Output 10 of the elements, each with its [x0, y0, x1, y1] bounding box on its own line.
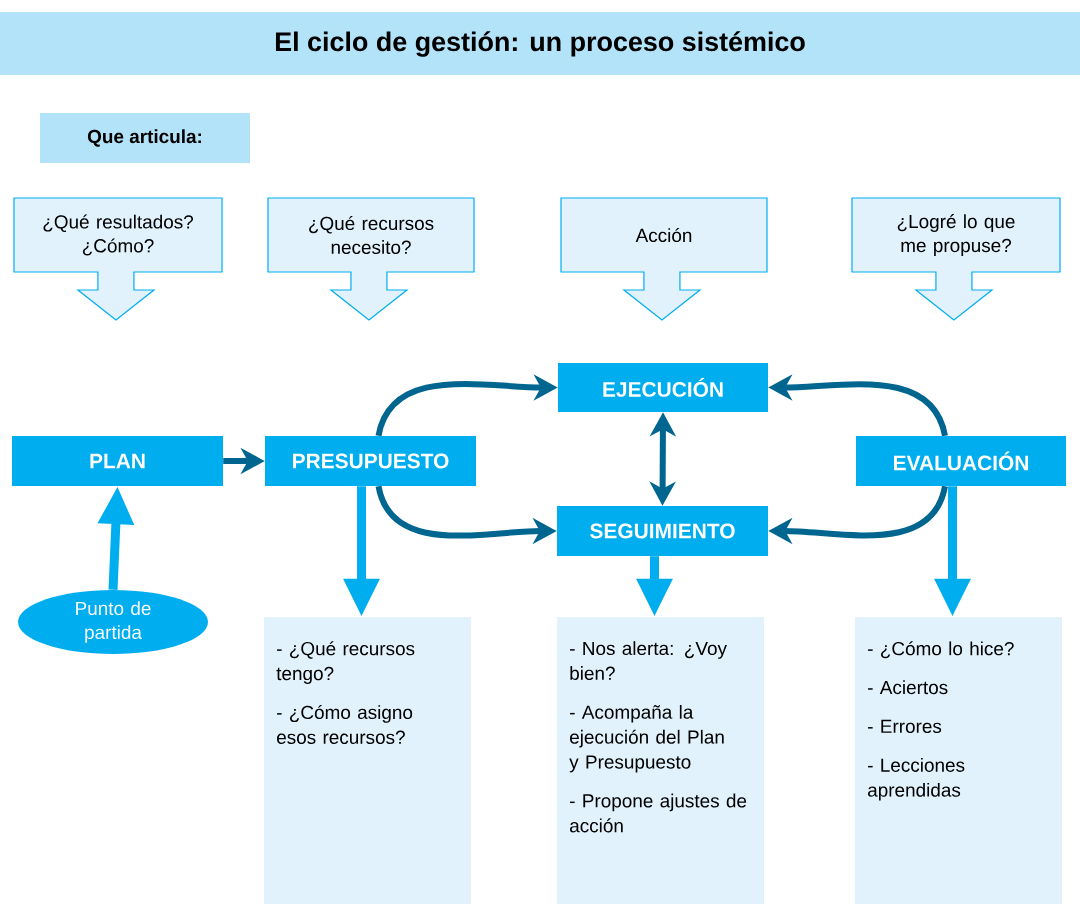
stage-box: EVALUACIÓN: [856, 436, 1066, 486]
note-box: - ¿Cómo lo hice? - Aciertos - Errores - Lecciones aprendidas: [855, 617, 1062, 904]
stage-box: PRESUPUESTO: [265, 436, 476, 486]
note-box: - ¿Qué recursos tengo? - ¿Cómo asigno esos recursos?: [264, 617, 471, 904]
note-box: - Nos alerta: ¿Voy bien? - Acompaña la ejecución del Plan y Presupuesto - Propone ajustes de acción: [557, 617, 764, 904]
stage-box: EJECUCIÓN: [558, 363, 768, 412]
stage-box: SEGUIMIENTO: [557, 506, 768, 556]
heading-box: Que articula:: [40, 113, 250, 163]
title-banner: El ciclo de gestión: un proceso sistémico: [0, 12, 1080, 75]
stage-box: PLAN: [12, 436, 223, 486]
